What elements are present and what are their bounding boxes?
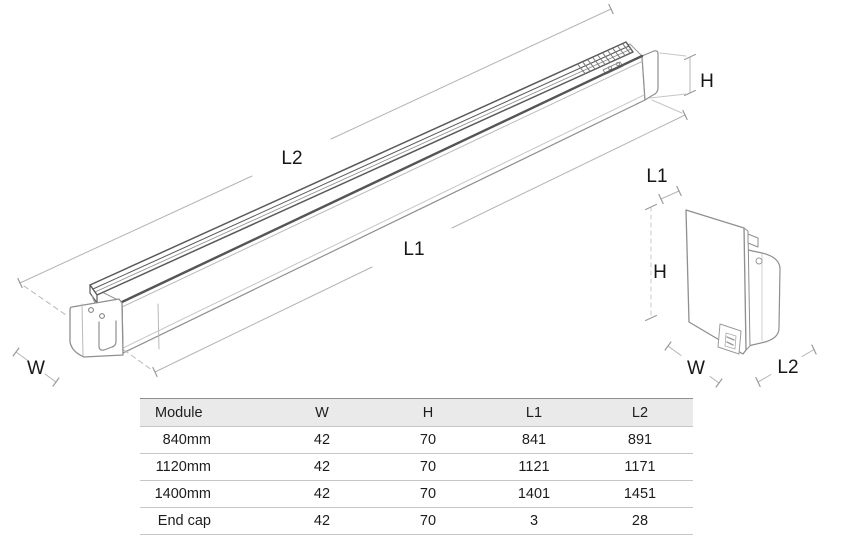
- dim-h-main: H: [649, 52, 714, 99]
- cell-l1: 841: [481, 426, 587, 454]
- table-row: End cap 42 70 3 28: [140, 507, 693, 535]
- dim-l1-main: L1: [123, 99, 688, 378]
- dim-l1-cap: L1: [646, 166, 682, 205]
- end-cap-dimensions: L1 H W L2: [644, 166, 817, 388]
- track-rail: [89, 41, 634, 304]
- column-header-h: H: [375, 398, 481, 427]
- cell-h: 70: [375, 426, 481, 454]
- cell-module: 1400mm: [140, 480, 269, 508]
- cell-l1: 1401: [481, 480, 587, 508]
- cell-h: 70: [375, 507, 481, 535]
- cell-l2: 28: [587, 507, 693, 535]
- dim-h-cap: H: [644, 203, 667, 322]
- dim-label-l1-cap: L1: [646, 166, 667, 187]
- dim-l2-main: L2: [17, 3, 614, 316]
- dim-label-l2-cap: L2: [777, 357, 798, 378]
- cell-module: End cap: [140, 507, 269, 535]
- table-header-row: Module W H L1 L2: [140, 398, 693, 427]
- cell-l1: 3: [481, 507, 587, 535]
- dim-l2-cap: L2: [755, 344, 817, 388]
- table-row: 840mm 42 70 841 891: [140, 426, 693, 454]
- cell-h: 70: [375, 453, 481, 481]
- main-dimensions: L2 L1 H W: [12, 3, 714, 387]
- cell-l2: 1451: [587, 480, 693, 508]
- column-header-l1: L1: [481, 398, 587, 427]
- dimension-table: Module W H L1 L2 840mm 42 70 841 891 112…: [140, 398, 693, 535]
- dim-label-l2-main: L2: [281, 148, 302, 169]
- cell-w: 42: [269, 426, 375, 454]
- dim-label-h-cap: H: [653, 262, 667, 283]
- cell-l2: 1171: [587, 453, 693, 481]
- table-row: 1400mm 42 70 1401 1451: [140, 480, 693, 508]
- cell-module: 840mm: [140, 426, 269, 454]
- cell-w: 42: [269, 507, 375, 535]
- label-sticker: [717, 323, 742, 355]
- cell-l2: 891: [587, 426, 693, 454]
- dim-label-w-main: W: [27, 358, 45, 379]
- cell-h: 70: [375, 480, 481, 508]
- left-end-bracket: [69, 295, 124, 358]
- cell-w: 42: [269, 453, 375, 481]
- dim-label-l1-main: L1: [403, 239, 424, 260]
- end-cap-drawing: [685, 209, 781, 355]
- column-header-l2: L2: [587, 398, 693, 427]
- dim-w-cap: W: [664, 341, 723, 388]
- main-profile-drawing: [69, 41, 659, 358]
- column-header-module: Module: [140, 398, 269, 427]
- dim-label-w-cap: W: [687, 358, 705, 379]
- dim-label-h-main: H: [700, 71, 714, 92]
- dim-w-main: W: [12, 347, 60, 387]
- cell-w: 42: [269, 480, 375, 508]
- cell-module: 1120mm: [140, 453, 269, 481]
- dimension-drawing: L2 L1 H W: [12, 3, 817, 388]
- cell-l1: 1121: [481, 453, 587, 481]
- table-row: 1120mm 42 70 1121 1171: [140, 453, 693, 481]
- column-header-w: W: [269, 398, 375, 427]
